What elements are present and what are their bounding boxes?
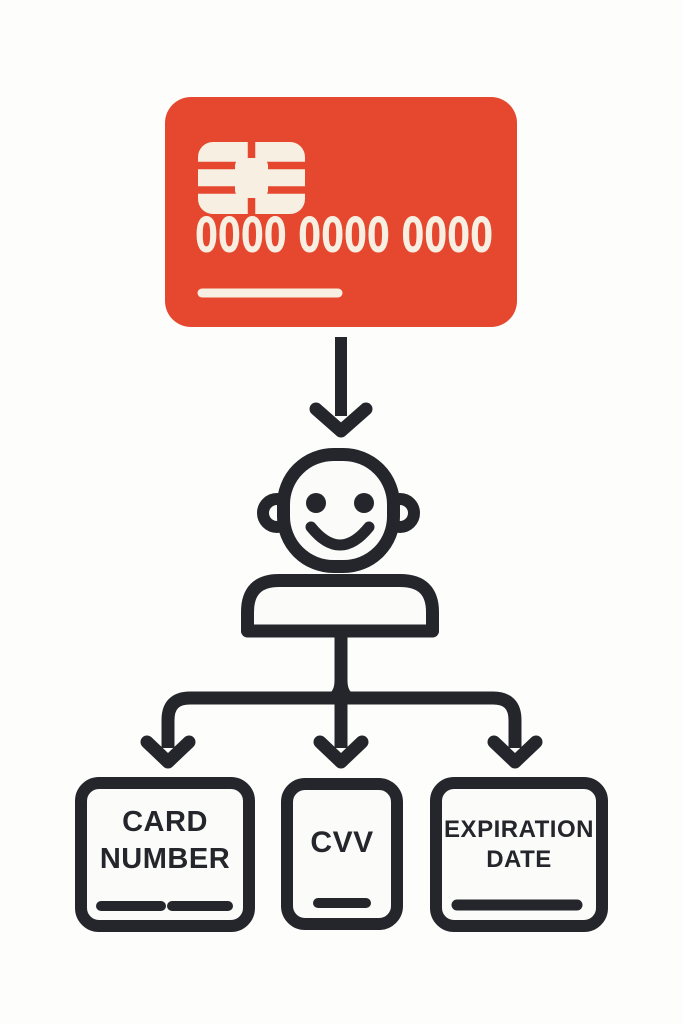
card-number-text: 0000 0000 0000 xyxy=(195,208,493,264)
down-arrow-icon xyxy=(313,735,369,769)
cvv-box xyxy=(281,778,403,930)
branch-arrows xyxy=(140,630,543,769)
field-box-expiration: EXPIRATION DATE xyxy=(430,777,608,932)
down-arrow-icon xyxy=(309,402,373,438)
left-eye xyxy=(306,493,326,513)
expiration-box xyxy=(430,777,608,932)
arrow-card-to-person xyxy=(309,337,373,438)
expiration-label-line1: EXPIRATION xyxy=(444,816,594,843)
expiration-label-line2: DATE xyxy=(486,846,552,873)
field-box-card-number: CARD NUMBER xyxy=(75,777,255,932)
chip-horizontal-cuts xyxy=(198,161,305,194)
junction-fillet xyxy=(320,681,362,698)
right-eye xyxy=(354,493,374,513)
card-number-label-line2: NUMBER xyxy=(100,843,230,875)
credit-card: 0000 0000 0000 xyxy=(165,97,517,327)
cvv-label: CVV xyxy=(310,826,373,859)
smiling-person-icon xyxy=(241,448,439,638)
emv-chip-icon xyxy=(198,142,305,214)
card-number-label-line1: CARD xyxy=(122,806,208,838)
card-number-box xyxy=(75,777,255,932)
chip-center-pad xyxy=(235,158,268,198)
head xyxy=(277,448,400,573)
shoulders xyxy=(241,574,439,638)
down-arrow-icon xyxy=(140,735,196,769)
smile xyxy=(305,521,375,551)
field-box-cvv: CVV xyxy=(281,778,403,930)
down-arrow-icon xyxy=(487,735,543,769)
